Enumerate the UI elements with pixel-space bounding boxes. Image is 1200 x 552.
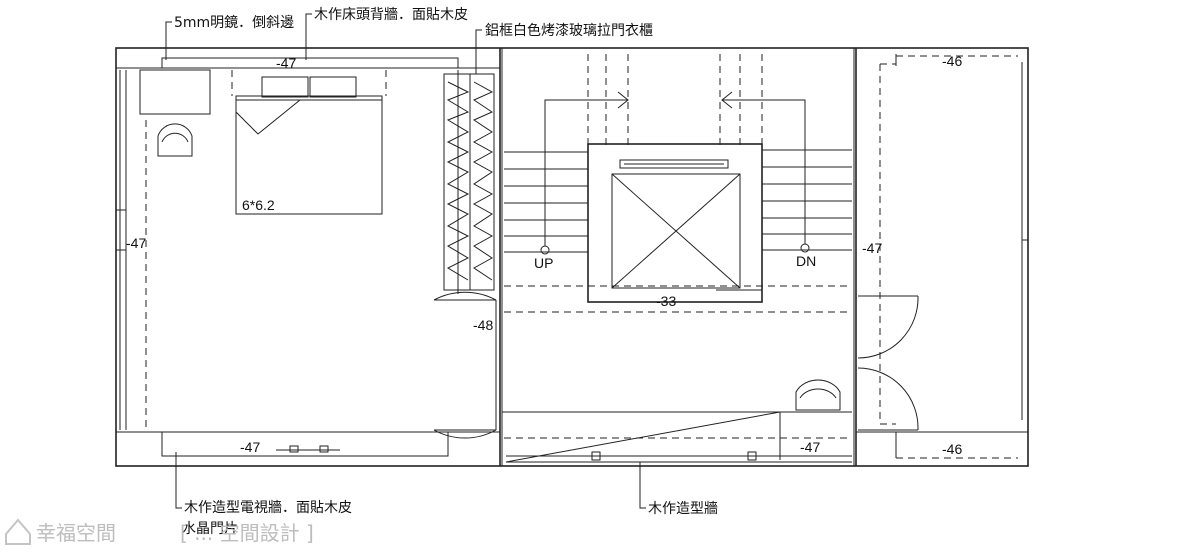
stair-treads-up — [504, 151, 588, 253]
up-arrow — [540, 91, 629, 255]
mirror-note: 5mm明鏡．倒斜邊 — [174, 15, 294, 31]
dim-right-bottom: -46 — [942, 441, 962, 457]
bedroom — [139, 57, 459, 457]
watermark-designer: [ ... 空間設計 ] — [180, 521, 314, 545]
dim-corridor: -33 — [656, 293, 676, 309]
tv-wall-note: 木作造型電視牆．面貼木皮 — [184, 500, 352, 516]
left-window — [116, 70, 127, 430]
chair — [157, 123, 193, 157]
wood-wall-note: 木作造型牆 — [648, 501, 718, 517]
outer-walls — [115, 47, 1029, 467]
wardrobe — [443, 70, 495, 294]
right-room — [857, 54, 1018, 459]
bed-size-label: 6*6.2 — [242, 197, 275, 213]
wood-feature-wall — [502, 411, 852, 463]
house-logo-icon — [5, 518, 31, 545]
bed-wall-note: 木作床頭背牆．面貼木皮 — [314, 7, 468, 23]
stair-core — [502, 54, 852, 463]
down-arrow — [721, 91, 810, 253]
dim-left-wall: -47 — [126, 235, 146, 251]
wardrobe-note: 鋁框白色烤漆玻璃拉門衣櫃 — [485, 22, 653, 39]
dim-top-left: -47 — [276, 55, 296, 71]
stair-down-label: DN — [796, 253, 816, 269]
right-window — [1021, 62, 1028, 420]
elevator — [587, 143, 763, 303]
dim-door: -48 — [473, 317, 493, 333]
watermark: 幸福空間 [ ... 空間設計 ] — [5, 518, 314, 545]
dim-right-side: -47 — [862, 240, 882, 256]
leader-lines — [165, 13, 646, 509]
dim-right-top: -46 — [942, 53, 962, 69]
stair-up-label: UP — [534, 255, 553, 271]
watermark-brand: 幸福空間 — [36, 521, 116, 545]
armchair — [795, 379, 841, 411]
tv-wall-door-note: 水晶門片 — [182, 521, 238, 537]
stair-treads-down — [762, 149, 852, 251]
bedroom-doors — [433, 291, 497, 439]
dim-bottom-left: -47 — [240, 439, 260, 455]
dim-bottom-mid: -47 — [800, 439, 820, 455]
bed — [235, 76, 383, 215]
